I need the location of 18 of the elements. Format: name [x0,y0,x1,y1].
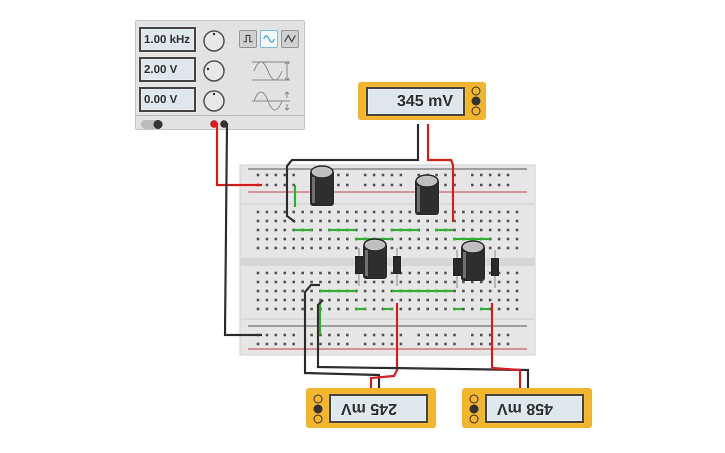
readout-display: 1.00 kHz [139,27,196,52]
multimeter [462,388,592,428]
wire [426,124,454,222]
multimeter [358,82,486,120]
wire [316,299,530,388]
readout-display: 345 mV [366,87,465,116]
readout-display: 458 mV [485,394,584,423]
readout-display: 2.00 V [139,57,196,82]
wire [286,124,420,223]
wire [490,303,522,388]
readout-display: 0.00 V [139,87,196,112]
wire [370,303,398,388]
wire [216,123,262,186]
readout-display: 245 mV [329,394,428,423]
multimeter [306,388,436,428]
wire [304,284,380,388]
function-generator [135,20,305,130]
breadboard [240,165,535,355]
